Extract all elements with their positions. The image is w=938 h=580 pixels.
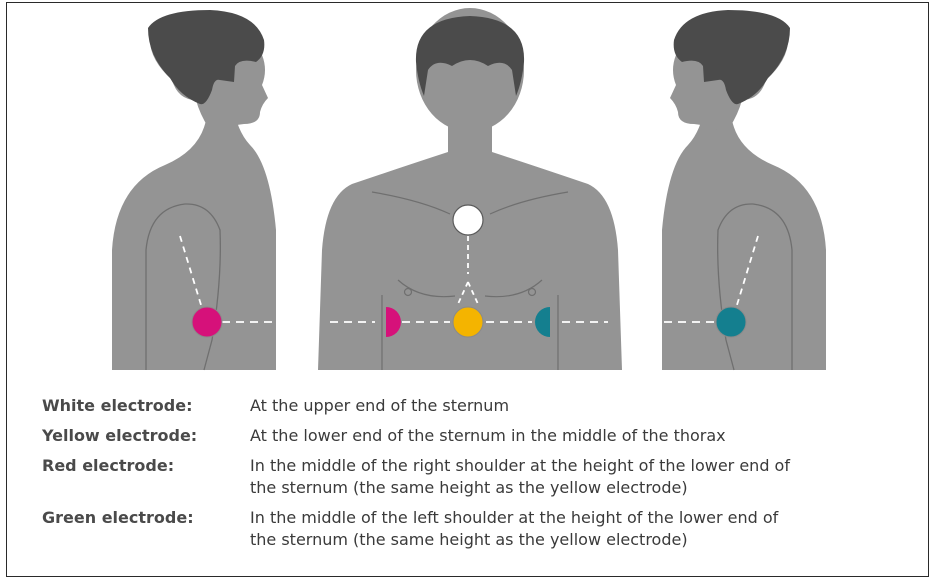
legend-term: White electrode: [42, 395, 250, 417]
legend-row-white: White electrode: At the upper end of the… [42, 395, 922, 417]
legend-term: Green electrode: [42, 507, 250, 551]
left-figure [112, 10, 320, 370]
legend-row-red: Red electrode: In the middle of the righ… [42, 455, 922, 499]
white-electrode-marker [453, 205, 483, 235]
legend-desc: In the middle of the left shoulder at th… [250, 507, 922, 551]
electrode-legend: White electrode: At the upper end of the… [42, 395, 922, 551]
center-figure [318, 8, 622, 370]
legend-row-yellow: Yellow electrode: At the lower end of th… [42, 425, 922, 447]
yellow-electrode-marker [453, 307, 483, 337]
legend-term: Red electrode: [42, 455, 250, 499]
legend-term: Yellow electrode: [42, 425, 250, 447]
right-figure [662, 10, 826, 370]
green-electrode-side-marker [716, 307, 746, 337]
legend-desc: At the lower end of the sternum in the m… [250, 425, 922, 447]
legend-row-green: Green electrode: In the middle of the le… [42, 507, 922, 551]
electrode-placement-illustration [0, 0, 938, 380]
red-electrode-side-marker [192, 307, 222, 337]
legend-desc: In the middle of the right shoulder at t… [250, 455, 922, 499]
legend-desc: At the upper end of the sternum [250, 395, 922, 417]
